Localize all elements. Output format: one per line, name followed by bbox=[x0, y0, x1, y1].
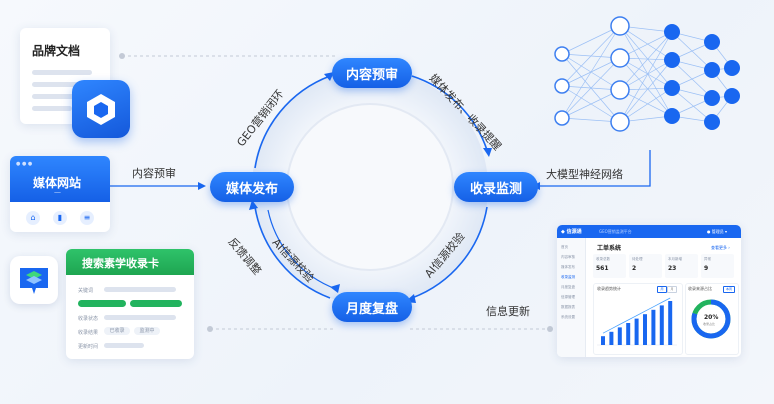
bar-mark bbox=[634, 318, 639, 345]
dash-title: 工单系统 bbox=[597, 245, 622, 252]
window-dots: ● ● ● bbox=[16, 161, 33, 167]
row-label: 收录状态 bbox=[78, 316, 99, 322]
media-site-title: 媒体网站 bbox=[33, 176, 82, 190]
stat-card bbox=[629, 254, 662, 278]
donut-tab[interactable]: 本周 bbox=[723, 286, 735, 293]
dash-menu-item[interactable]: 媒体发布 bbox=[561, 265, 575, 269]
dash-menu-item[interactable]: 数据报表 bbox=[561, 305, 575, 309]
content-review-arrow-label: 内容预审 bbox=[132, 167, 176, 180]
doc-line bbox=[32, 70, 92, 75]
media-site-card: ● ● ● 媒体网站 — ⌂ ▮ ≡ bbox=[10, 156, 110, 232]
bar-mark bbox=[609, 331, 614, 345]
dash-user[interactable]: ● 管理员 ▾ bbox=[707, 229, 728, 234]
bar-mark bbox=[668, 301, 673, 345]
dash-menu-item[interactable]: 系统设置 bbox=[561, 315, 575, 319]
bar-tab-week[interactable]: 周 bbox=[657, 286, 667, 293]
doc-line bbox=[32, 94, 92, 99]
trend-line bbox=[602, 297, 671, 334]
stat-card bbox=[593, 254, 626, 278]
dash-menu-item[interactable]: 月度复盘 bbox=[561, 285, 575, 289]
stat-label: 收录总数 bbox=[596, 257, 610, 261]
nn-label: 大模型神经网络 bbox=[546, 168, 623, 181]
row-bar bbox=[104, 343, 144, 348]
home-icon: ⌂ bbox=[26, 211, 40, 225]
bar-mark bbox=[601, 336, 605, 345]
stat-value: 2 bbox=[632, 265, 637, 272]
media-site-sub: — bbox=[54, 188, 61, 196]
search-index-card: 搜索素学收录卡 关键词 收录状态 收录结果 已收录 监测中 更新时间 bbox=[66, 249, 194, 359]
bar-mark bbox=[643, 314, 647, 345]
doc-line bbox=[32, 82, 87, 87]
row-bar bbox=[104, 315, 176, 320]
row-label: 收录结果 bbox=[78, 330, 99, 336]
stat-label: 待处理 bbox=[632, 257, 643, 261]
stat-label: 异常 bbox=[704, 257, 711, 261]
tag-indexed: 已收录 bbox=[104, 327, 130, 335]
list-icon: ≡ bbox=[80, 211, 94, 225]
dash-menu-item[interactable]: 收录监测 bbox=[561, 275, 575, 279]
media-site-header bbox=[10, 156, 110, 202]
bar-chart bbox=[597, 297, 677, 346]
row-label: 更新时间 bbox=[78, 344, 99, 350]
bar-mark bbox=[651, 309, 656, 345]
tag-monitor: 监测中 bbox=[134, 327, 160, 335]
search-card-title: 搜索素学收录卡 bbox=[82, 257, 159, 270]
dash-sidebar bbox=[557, 238, 586, 357]
stat-value: 9 bbox=[704, 265, 709, 272]
stat-card bbox=[701, 254, 734, 278]
bar-chart-title: 收录趋势统计 bbox=[597, 286, 621, 291]
brand-doc-card: 品牌文档 bbox=[20, 28, 110, 124]
node-content-review[interactable]: 内容预审 bbox=[332, 58, 412, 88]
bar-tab-month[interactable]: 月 bbox=[667, 286, 677, 293]
node-media-publish[interactable]: 媒体发布 bbox=[210, 172, 294, 202]
stat-card bbox=[665, 254, 698, 278]
bar-mark bbox=[626, 323, 631, 345]
stat-value: 561 bbox=[596, 265, 609, 272]
status-bar-monitor bbox=[130, 300, 182, 307]
doc-line bbox=[32, 106, 72, 111]
chat-logo-icon bbox=[10, 256, 58, 304]
donut-sub: 收录占比 bbox=[703, 322, 716, 326]
donut-title: 收录来源占比 bbox=[688, 286, 712, 291]
dash-topbar bbox=[557, 225, 741, 238]
dash-top-text: GEO营销监测平台 bbox=[599, 229, 632, 234]
dash-menu-item[interactable]: 首页 bbox=[561, 245, 568, 249]
update-label: 信息更新 bbox=[486, 305, 530, 318]
status-bar-indexed bbox=[78, 300, 126, 307]
dash-menu-item[interactable]: 内容审核 bbox=[561, 255, 575, 259]
dash-title-link[interactable]: 查看更多 › bbox=[711, 245, 730, 250]
dash-menu-item[interactable]: 信源管理 bbox=[561, 295, 575, 299]
bookmark-icon: ▮ bbox=[53, 211, 67, 225]
neural-network-graphic bbox=[554, 16, 740, 132]
donut-chart bbox=[691, 299, 731, 339]
donut-value: 20% bbox=[704, 314, 719, 321]
row-bar bbox=[104, 287, 176, 292]
box-logo-icon bbox=[72, 80, 130, 138]
row-label: 关键词 bbox=[78, 288, 94, 294]
stat-label: 本月新增 bbox=[668, 257, 682, 261]
bar-mark bbox=[617, 327, 622, 345]
dashboard-window: ◆ 信源通 GEO营销监测平台 ● 管理员 ▾ 首页内容审核媒体发布收录监测月度… bbox=[557, 225, 741, 357]
bar-mark bbox=[659, 305, 664, 345]
brand-doc-title: 品牌文档 bbox=[32, 44, 81, 58]
donut-arc bbox=[691, 299, 731, 339]
search-card-header bbox=[66, 249, 194, 275]
dash-logo: ◆ 信源通 bbox=[561, 229, 582, 235]
node-index-monitor[interactable]: 收录监测 bbox=[454, 172, 538, 202]
node-monthly-review[interactable]: 月度复盘 bbox=[332, 292, 412, 322]
stat-value: 23 bbox=[668, 265, 677, 272]
